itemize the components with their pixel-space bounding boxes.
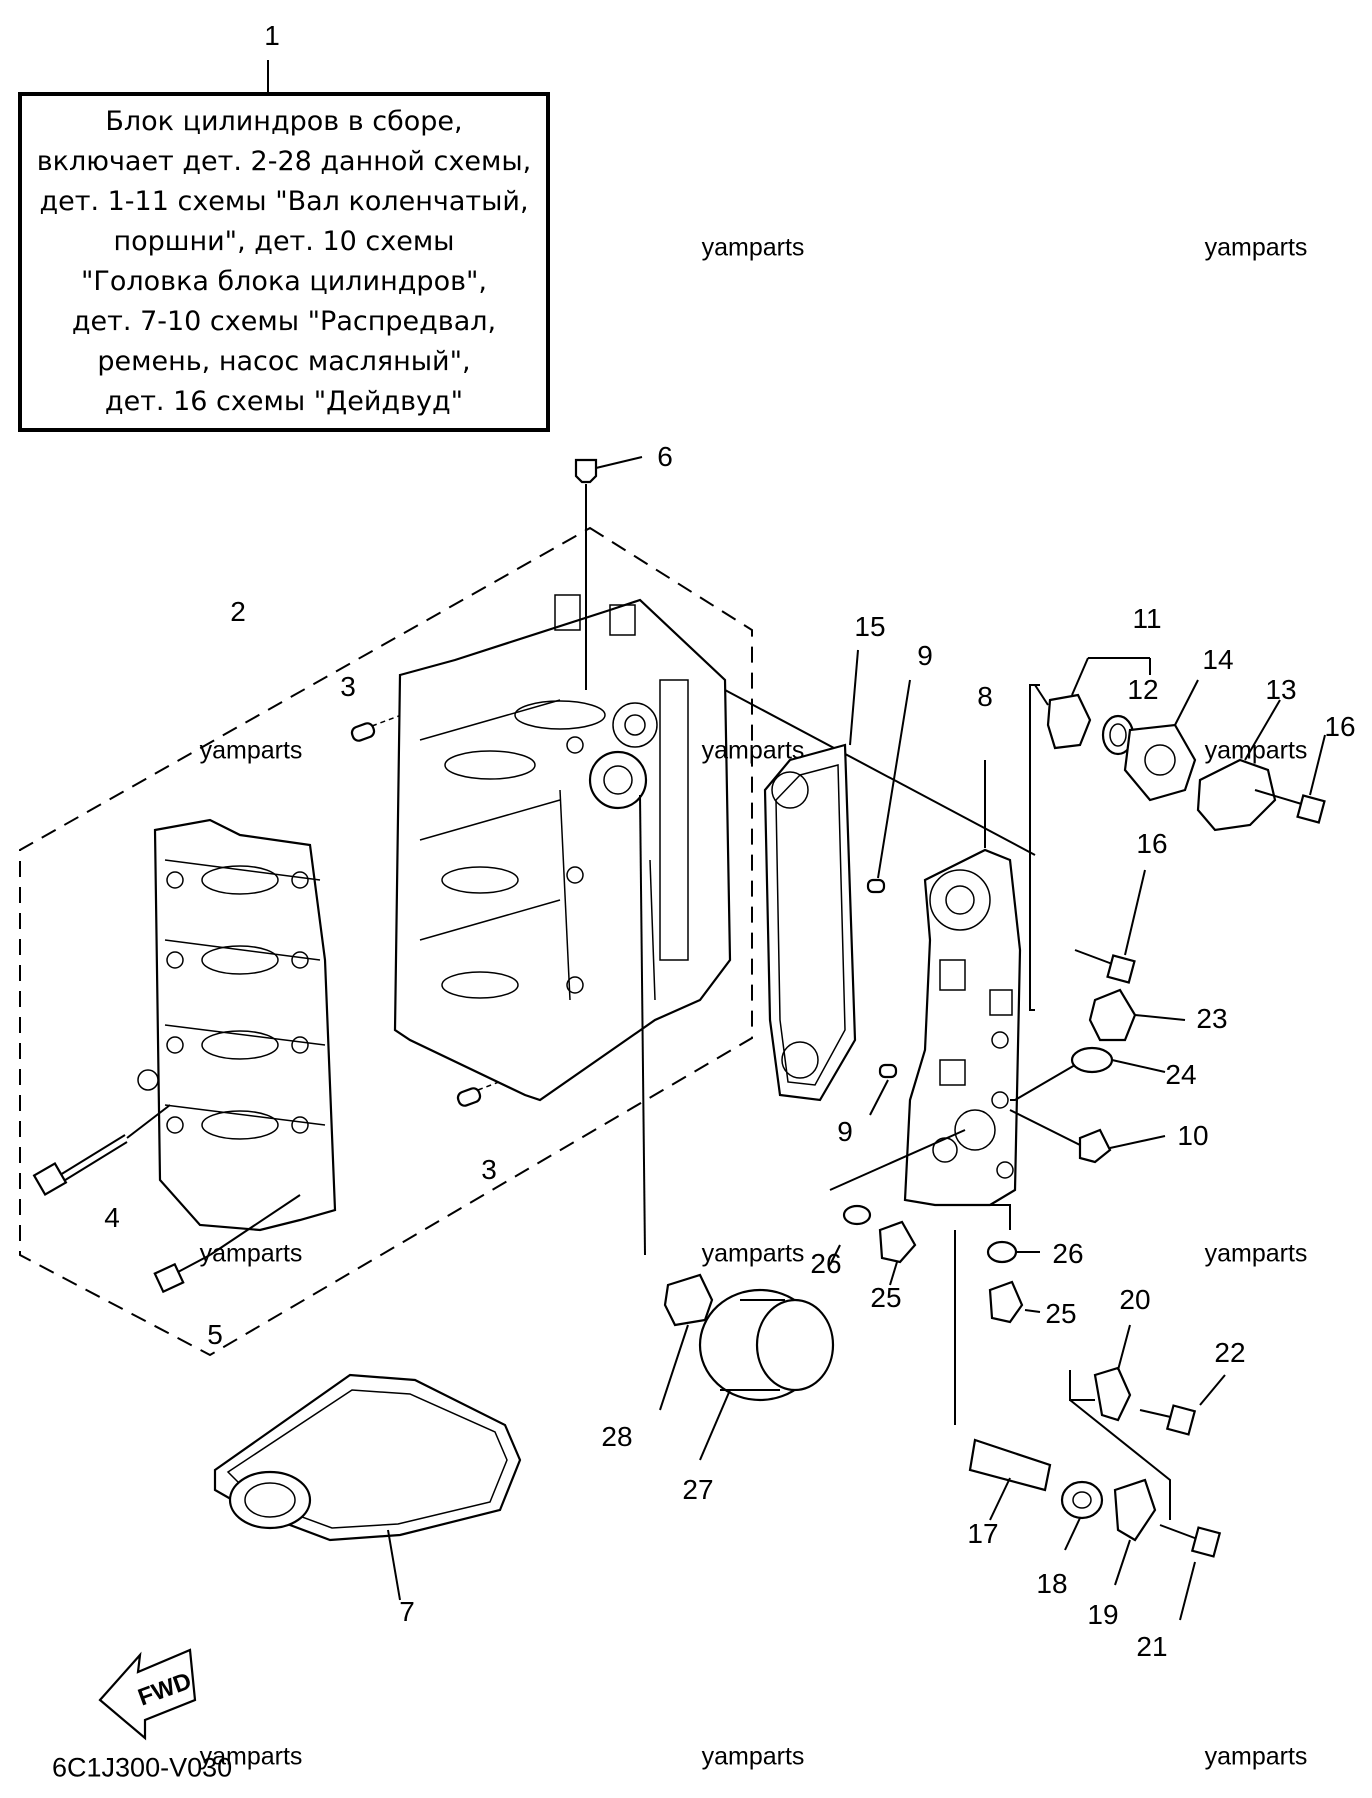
- watermark: yamparts: [701, 1742, 805, 1771]
- note-line: Блок цилиндров в сборе,: [105, 106, 463, 137]
- plug-part-23: [1088, 988, 1186, 1042]
- callout-1: 1: [264, 20, 280, 51]
- watermark: yamparts: [701, 233, 805, 262]
- washer-part-26-left: [829, 1129, 966, 1266]
- callout-4: 4: [104, 1202, 120, 1233]
- thermostat-cover-part-11: [1029, 657, 1151, 1011]
- washer-part-24: [1010, 1046, 1166, 1101]
- assembly-boundary: [19, 526, 753, 1357]
- block-leaders: [639, 689, 1036, 1256]
- watermark: yamparts: [1204, 233, 1308, 262]
- nipple-part-10: [1009, 1109, 1166, 1164]
- bolt-part-4: [32, 1104, 171, 1197]
- watermark: yamparts: [199, 736, 303, 765]
- thermostat-part-12: [1101, 714, 1135, 756]
- callout-9: 9: [917, 640, 933, 671]
- note-line: включает дет. 2-28 данной схемы,: [36, 146, 532, 177]
- callout-7: 7: [399, 1596, 415, 1627]
- callout-3: 3: [481, 1154, 497, 1185]
- callout-24: 24: [1165, 1059, 1197, 1090]
- cylinder-block: [393, 594, 732, 1102]
- watermark: yamparts: [1204, 736, 1308, 765]
- callout-21: 21: [1136, 1631, 1168, 1662]
- callout-26: 26: [1052, 1238, 1084, 1269]
- note-line: дет. 7-10 схемы "Распредвал,: [71, 306, 497, 337]
- cover-gasket-part-7: [213, 1373, 522, 1601]
- bolt-part-5: [153, 1194, 301, 1294]
- clamp-part-20: [1069, 1324, 1171, 1520]
- note-line: "Головка блока цилиндров",: [80, 266, 487, 297]
- grommet-part-18: [1060, 1480, 1104, 1551]
- thermostat-cap-part-13: [1196, 699, 1281, 832]
- dowel-pins-part-3: [350, 707, 526, 1107]
- plug-part-6: [574, 456, 643, 690]
- callout-9: 9: [837, 1116, 853, 1147]
- callout-14: 14: [1202, 644, 1234, 675]
- note-line: поршни", дет. 10 схемы: [113, 226, 455, 257]
- bolt-part-21: [1159, 1524, 1222, 1621]
- callout-5: 5: [207, 1319, 223, 1350]
- callout-16: 16: [1324, 711, 1356, 742]
- note-line: дет. 1-11 схемы "Вал коленчатый,: [39, 186, 529, 217]
- watermark: yamparts: [701, 736, 805, 765]
- note-line: ремень, насос масляный",: [97, 346, 471, 377]
- callout-15: 15: [854, 611, 886, 642]
- bolt-part-16-upper: [1254, 734, 1326, 824]
- watermark: yamparts: [199, 1742, 303, 1771]
- pins-part-9: [866, 679, 911, 1116]
- watermark: yamparts: [1204, 1239, 1308, 1268]
- callout-16: 16: [1136, 828, 1168, 859]
- callout-22: 22: [1214, 1337, 1246, 1368]
- callout-20: 20: [1119, 1284, 1151, 1315]
- callout-6: 6: [657, 441, 673, 472]
- callout-25: 25: [870, 1282, 902, 1313]
- diagram-code: 6C1J300-V030: [52, 1752, 233, 1783]
- clamp-part-19: [1113, 1478, 1157, 1586]
- watermark: yamparts: [701, 1239, 805, 1268]
- note-line: дет. 16 схемы "Дейдвуд": [104, 386, 464, 417]
- callout-25: 25: [1045, 1298, 1077, 1329]
- callout-10: 10: [1177, 1120, 1209, 1151]
- gasket-part-14: [1123, 679, 1199, 802]
- callout-27: 27: [682, 1474, 714, 1505]
- gasket-part-15: [763, 649, 859, 1102]
- callout-26: 26: [810, 1248, 842, 1279]
- callout-8: 8: [977, 681, 993, 712]
- sensor-part-17: [954, 1230, 1052, 1521]
- callout-23: 23: [1196, 1003, 1228, 1034]
- watermark: yamparts: [1204, 1742, 1308, 1771]
- drain-plug-part-25-right: [988, 1280, 1041, 1324]
- assembly-note-box: Блок цилиндров в сборе, включает дет. 2-…: [18, 92, 550, 432]
- watermark: yamparts: [199, 1239, 303, 1268]
- drain-plug-part-25-left: [878, 1220, 917, 1286]
- cylinder-half-part-2: [137, 818, 337, 1232]
- callout-19: 19: [1087, 1599, 1119, 1630]
- exhaust-cover-part-8: [903, 760, 1022, 1207]
- union-bolt-part-28: [659, 1273, 714, 1411]
- washer-part-26-right: [980, 1204, 1040, 1264]
- callout-11: 11: [1132, 603, 1162, 634]
- callout-2: 2: [230, 596, 246, 627]
- callout-12: 12: [1127, 674, 1159, 705]
- fwd-arrow-icon: [98, 1648, 197, 1741]
- bolt-part-22: [1139, 1374, 1226, 1436]
- callout-13: 13: [1265, 674, 1297, 705]
- oil-filter-part-27: [698, 1288, 835, 1461]
- callout-17: 17: [967, 1518, 999, 1549]
- callout-3: 3: [340, 671, 356, 702]
- callout-28: 28: [601, 1421, 633, 1452]
- bolt-part-16-lower: [1074, 869, 1146, 984]
- callout-18: 18: [1036, 1568, 1068, 1599]
